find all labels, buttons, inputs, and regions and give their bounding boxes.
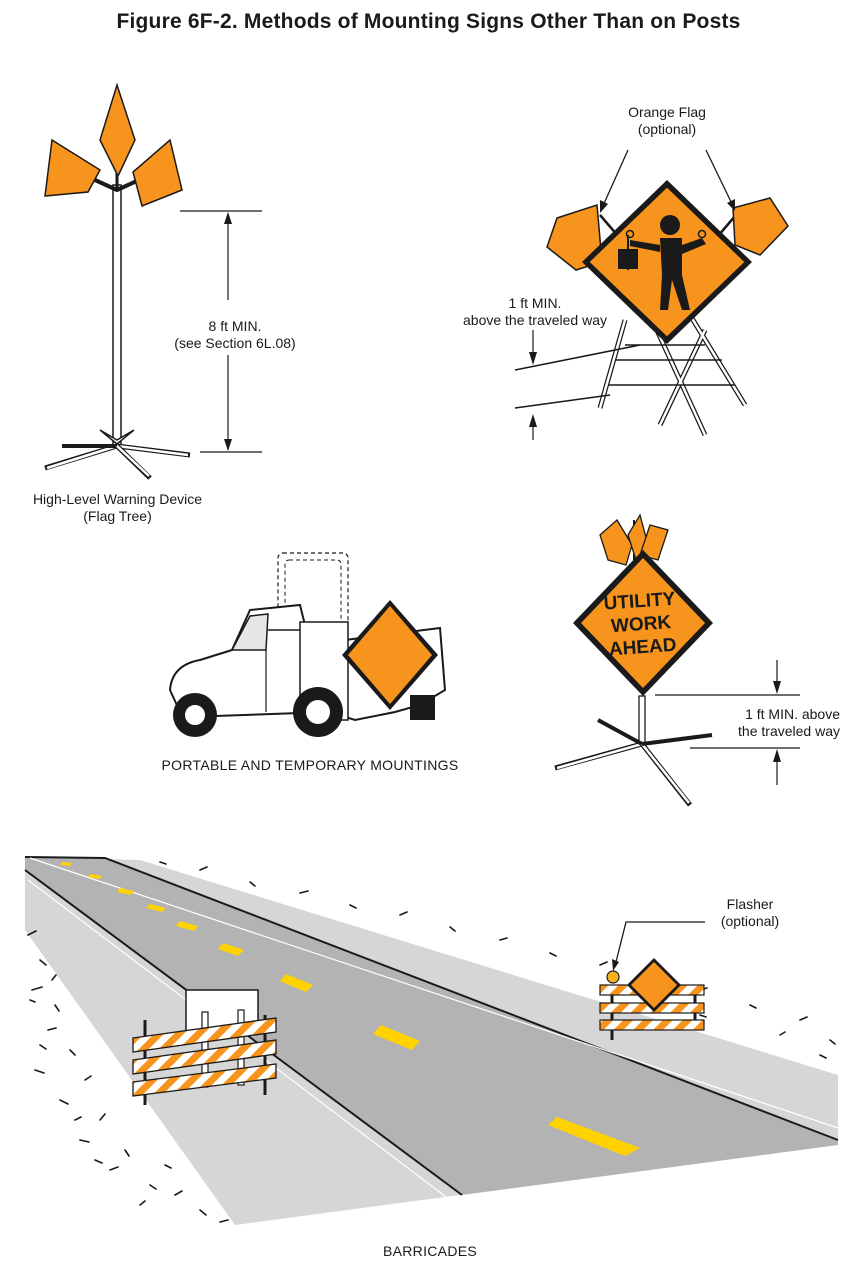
barricade-near-rail-top bbox=[132, 1017, 277, 1053]
center-line-stripes bbox=[60, 862, 640, 1156]
flag-center-icon bbox=[99, 82, 136, 178]
utility-sign-line-2: WORK bbox=[610, 612, 672, 637]
flag-tree-pole bbox=[112, 184, 122, 446]
sign-flag-left-icon bbox=[599, 518, 633, 566]
utility-work-ahead-sign bbox=[554, 513, 800, 807]
orange-flag-label-line2: (optional) bbox=[637, 121, 697, 137]
orange-flag-label: Orange Flag (optional) bbox=[592, 104, 742, 138]
flagger-height-line2: above the traveled way bbox=[463, 312, 607, 328]
utility-height-line2: the traveled way bbox=[738, 723, 840, 739]
utility-height-label: 1 ft MIN. above the traveled way bbox=[700, 706, 840, 740]
flag-tree-caption-line2: (Flag Tree) bbox=[83, 508, 152, 524]
figure-title: Figure 6F-2. Methods of Mounting Signs O… bbox=[116, 10, 741, 33]
grass-texture bbox=[27, 861, 836, 1223]
flasher-label: Flasher (optional) bbox=[700, 896, 800, 930]
road-pavement bbox=[25, 857, 838, 1195]
portable-caption: PORTABLE AND TEMPORARY MOUNTINGS bbox=[161, 757, 459, 773]
road-scene bbox=[24, 856, 839, 1225]
barricades-caption: BARRICADES bbox=[382, 1243, 478, 1259]
barricade-far bbox=[599, 921, 705, 1040]
barricade-near bbox=[132, 989, 277, 1105]
flag-tree bbox=[44, 82, 262, 480]
flagger-height-label: 1 ft MIN. above the traveled way bbox=[440, 295, 630, 329]
flag-tree-height-line1: 8 ft MIN. bbox=[208, 318, 262, 334]
flag-left-icon bbox=[44, 138, 101, 197]
flagger-sign-stand bbox=[514, 149, 789, 440]
utility-sign-line-3: AHEAD bbox=[608, 635, 677, 661]
flag-tree-caption-line1: High-Level Warning Device bbox=[32, 491, 203, 507]
flagger-height-line1: 1 ft MIN. bbox=[508, 295, 562, 311]
flagger-head-icon bbox=[660, 215, 680, 235]
flag-tree-height-line2: (see Section 6L.08) bbox=[174, 335, 296, 351]
flasher-label-line2: (optional) bbox=[720, 913, 780, 929]
utility-sign-line-1: UTILITY bbox=[603, 589, 676, 615]
flag-tree-height-label: 8 ft MIN. (see Section 6L.08) bbox=[140, 318, 330, 352]
flasher-icon bbox=[606, 970, 620, 984]
flag-tree-caption: High-Level Warning Device (Flag Tree) bbox=[0, 491, 235, 525]
flasher-label-line1: Flasher bbox=[726, 896, 774, 912]
orange-flag-label-line1: Orange Flag bbox=[628, 104, 706, 120]
orange-flag-right-icon bbox=[732, 197, 789, 256]
flag-right-icon bbox=[132, 138, 183, 208]
pickup-truck bbox=[168, 552, 447, 737]
utility-height-line1: 1 ft MIN. above bbox=[745, 706, 840, 722]
